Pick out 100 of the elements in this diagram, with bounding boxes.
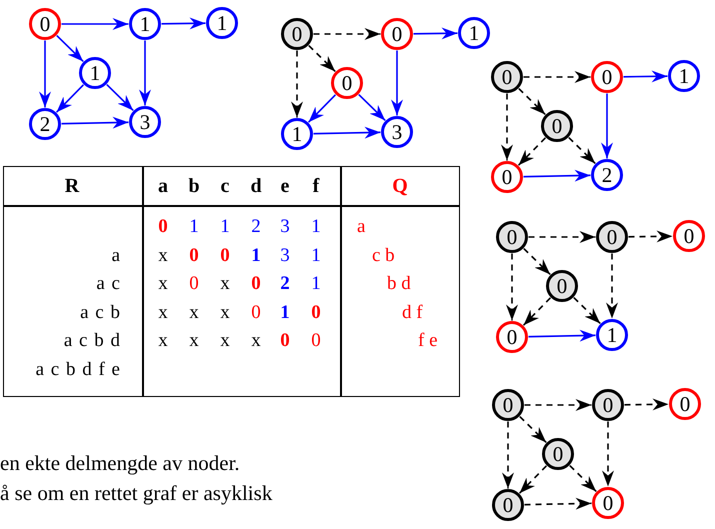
table-cell: f e [418,330,438,352]
table-cell-text: x [157,302,169,324]
table-cell-text: x [219,302,231,324]
dashed-arrow [518,137,546,166]
dashed-arrow [624,398,669,410]
graph-node: 3 [381,116,413,148]
table-cell-text: 0 [279,330,291,352]
table-cell-text: 2 [279,273,291,295]
graph-node: 2 [29,108,61,140]
dashed-arrow [524,399,592,411]
dashed-arrow [523,248,551,276]
table-cell-text: 2 [250,216,262,238]
dashed-arrow [518,465,548,494]
graph-node: 0 [541,110,573,142]
table-cell: a [112,245,120,267]
table-cell: a c b [80,302,120,324]
dashed-arrow [502,422,514,488]
table-cell-text: x [157,273,169,295]
arrow [61,116,129,129]
graph-node: 1 [206,7,238,39]
graph-node: 0 [381,18,413,50]
dashed-arrow [569,464,597,492]
table-cell-text: 3 [279,245,291,267]
arrow [413,27,458,40]
arrow [139,40,151,106]
graph-node: 0 [592,487,624,519]
text-line: en ekte delmengde av noder. [0,451,240,475]
table-cell-text: 1 [188,216,200,238]
dashed-arrow [308,44,336,72]
dashed-arrow [606,254,618,318]
arrow [528,330,596,342]
arrow [161,17,206,30]
table-cell-text: 0 [310,302,322,324]
table-cell: a [357,216,366,238]
arrow [391,50,403,116]
table-cell-text: x [188,330,200,352]
graph-node: 1 [281,118,313,150]
arrow [39,40,51,108]
dashed-arrow [573,296,601,324]
text-line: å se om en rettet graf er asyklisk [0,481,272,505]
graph-node: 2 [591,159,623,191]
arrow [106,84,134,112]
graph-node: 0 [491,161,523,193]
arrow [62,18,128,30]
dashed-arrow [519,416,547,444]
table-cell-text: 0 [310,330,322,352]
dashed-arrow [291,50,303,118]
table-cell-text: x [250,330,262,352]
dashed-arrow [522,297,552,326]
dashed-arrow [501,94,513,160]
graph-node: 1 [129,8,161,40]
table-cell-text: 1 [250,245,262,267]
table-cell-text: 0 [250,302,262,324]
graph-node: 1 [458,17,490,49]
arrow [308,94,336,123]
arrow [358,94,386,122]
column-header: Q [391,175,409,197]
table-cell-text: 1 [219,216,231,238]
dashed-arrow [524,71,590,83]
table-cell-text: 0 [219,245,231,267]
graph-node: 3 [129,106,161,138]
graph-node: 1 [668,60,700,92]
dashed-arrow [528,231,596,243]
graph-node: 0 [492,389,524,421]
table-cell-text: x [188,302,200,324]
arrow [623,70,668,82]
column-header: b [187,175,201,197]
column-header: c [220,175,230,197]
table-cell: a c b d [64,330,120,352]
table-cell: b d [387,273,411,295]
dashed-arrow [506,254,518,320]
graph-node: 0 [491,61,523,93]
table-cell-text: x [219,273,231,295]
graph-node: 1 [79,57,111,89]
table-cell-text: 0 [188,245,200,267]
table-cell-text: 0 [157,216,169,238]
graph-node: 0 [596,221,628,253]
graph-node: 0 [29,8,61,40]
arrow [56,34,84,62]
graph-node: 1 [596,319,628,351]
graph-node: 0 [542,438,574,470]
graph-node: 0 [492,489,524,521]
table-cell-text: 0 [250,273,262,295]
graph-node: 0 [281,18,313,50]
dashed-arrow [518,88,546,116]
column-header: d [249,175,263,197]
arrow [523,170,591,182]
table-cell-text: 1 [310,245,322,267]
column-header: a [157,175,169,197]
column-header: f [312,175,320,197]
table-cell-text: x [219,330,231,352]
arrow [56,84,84,113]
table-cell: a c [96,273,120,295]
table-cell-text: 1 [310,216,322,238]
graph-node: 0 [669,388,701,420]
table-cell: a c b d f e [36,359,120,381]
column-header: R [64,175,80,197]
column-header: e [280,175,290,197]
table-cell-text: x [157,245,169,267]
graph-node: 0 [592,389,624,421]
